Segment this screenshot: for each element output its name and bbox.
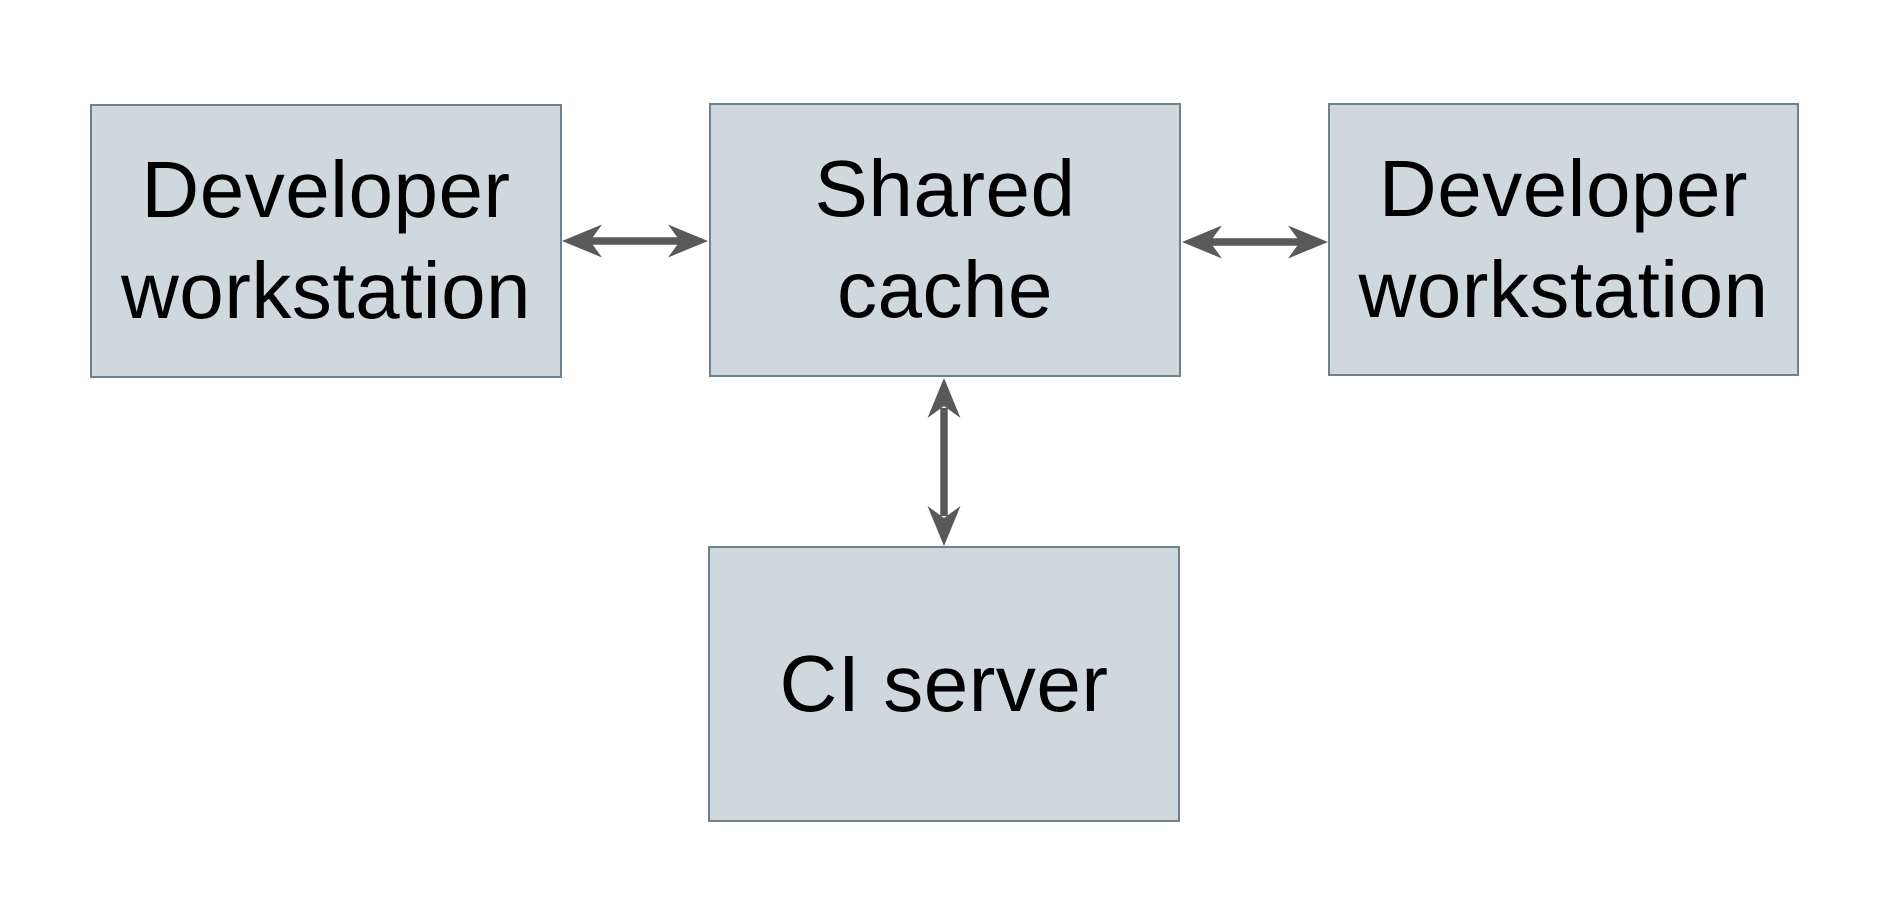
node-label-line: CI server (779, 638, 1109, 728)
node-ci-server: CI server (708, 546, 1180, 822)
arrow-cache-to-right-workstation (1182, 225, 1328, 259)
node-label-line: Developer (1378, 143, 1749, 233)
arrowhead-up (927, 378, 961, 418)
arrowhead-left (562, 224, 602, 258)
node-label-line: cache (837, 245, 1053, 334)
arrowhead-right (668, 224, 708, 258)
node-shared-cache: Shared cache (709, 103, 1181, 377)
node-label-line: workstation (1358, 244, 1769, 334)
node-developer-workstation-left: Developer workstation (90, 104, 562, 378)
node-developer-workstation-right: Developer workstation (1328, 103, 1799, 376)
arrowhead-down (927, 506, 961, 546)
arrow-left-workstation-to-cache (562, 224, 708, 258)
node-label-line: Developer (141, 145, 511, 235)
node-label-line: Shared (814, 144, 1076, 234)
arrow-cache-to-ci-server (927, 378, 961, 546)
node-label-line: workstation (120, 246, 532, 335)
arrowhead-right (1288, 225, 1328, 259)
arrowhead-left (1182, 225, 1222, 259)
